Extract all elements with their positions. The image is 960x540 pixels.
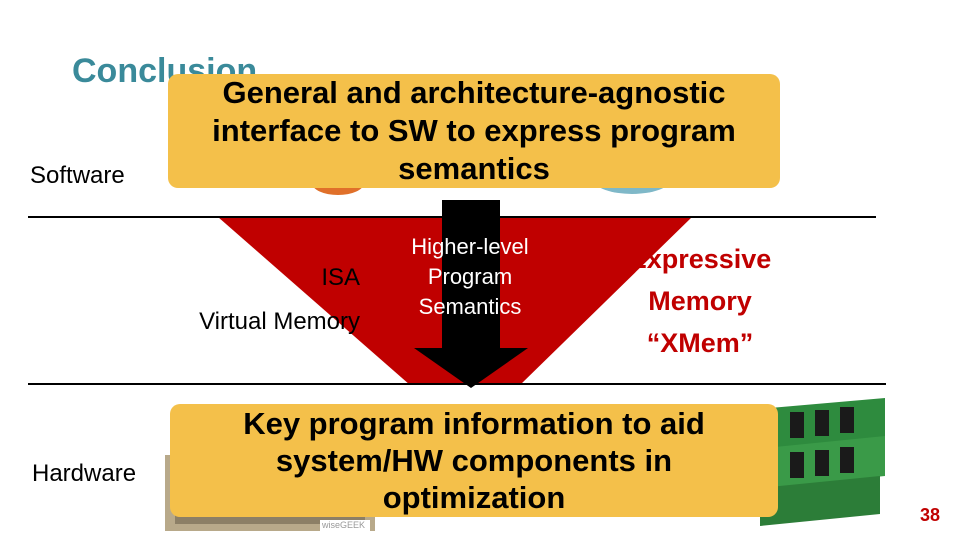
image-credit: wiseGEEK [322, 520, 365, 530]
hardware-label: Hardware [32, 460, 136, 488]
top-callout: General and architecture-agnostic interf… [168, 74, 780, 188]
software-boundary-line [28, 216, 876, 218]
top-callout-line2: interface to SW to express program [212, 112, 736, 150]
xmem-label-line1: Expressive [600, 238, 800, 280]
hardware-boundary-line [28, 383, 886, 385]
xmem-label-line3: “XMem” [600, 322, 800, 364]
arrow-label-line2: Program [380, 262, 560, 292]
page-number: 38 [920, 505, 940, 526]
arrow-label-line3: Semantics [380, 292, 560, 322]
bottom-callout-line3: optimization [383, 479, 566, 516]
top-callout-line3: semantics [398, 150, 550, 188]
arrow-label-line1: Higher-level [380, 232, 560, 262]
hardware-ram-image [760, 398, 885, 526]
virtual-memory-label: Virtual Memory [199, 308, 360, 336]
xmem-label: Expressive Memory “XMem” [600, 238, 800, 364]
bottom-callout-line1: Key program information to aid [243, 405, 705, 442]
top-callout-line1: General and architecture-agnostic [222, 74, 725, 112]
arrow-label: Higher-level Program Semantics [380, 232, 560, 322]
bottom-callout-line2: system/HW components in [276, 442, 672, 479]
isa-label: ISA [321, 264, 360, 292]
xmem-label-line2: Memory [600, 280, 800, 322]
bottom-callout: Key program information to aid system/HW… [170, 404, 778, 517]
software-label: Software [30, 162, 125, 190]
